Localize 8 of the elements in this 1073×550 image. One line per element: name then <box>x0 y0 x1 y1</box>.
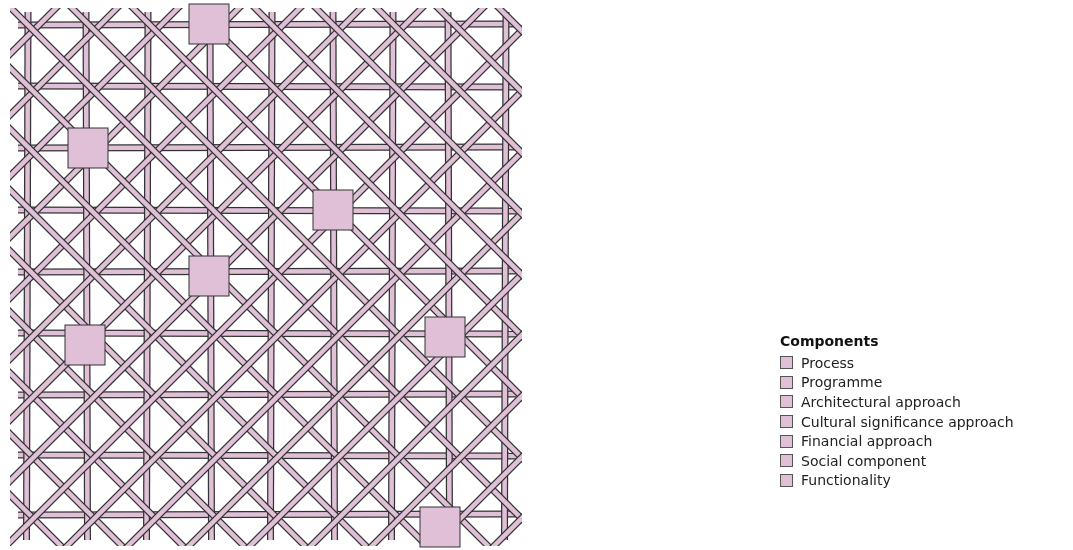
legend-label: Financial approach <box>801 433 933 450</box>
legend-title: Components <box>780 333 880 349</box>
legend-label: Functionality <box>801 472 891 489</box>
legend-label: Social component <box>801 452 927 469</box>
legend-label: Programme <box>801 374 883 391</box>
legend-label: Cultural significance approach <box>801 413 1014 430</box>
legend-label: Process <box>801 354 855 371</box>
legend-label: Architectural approach <box>801 394 961 410</box>
